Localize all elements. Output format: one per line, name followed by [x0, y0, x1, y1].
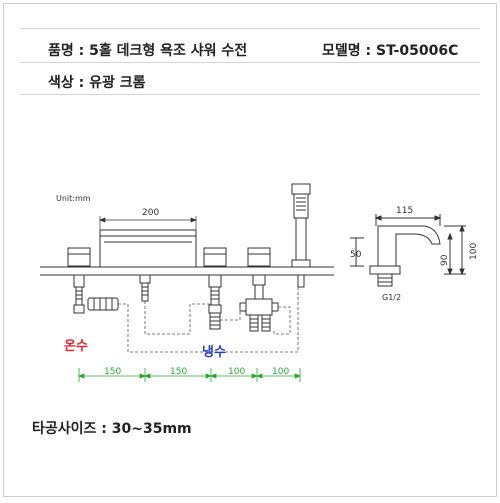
- spec-sheet: 품명 : 5홀 데크형 욕조 샤워 수전 모델명 : ST-05006C 색상 …: [3, 3, 497, 497]
- deck-plate: [40, 266, 334, 276]
- hole-size-note: 타공사이즈 : 30~35mm: [32, 421, 192, 437]
- cold-water-label: 냉수: [202, 345, 226, 360]
- top-width-label: 200: [142, 208, 159, 218]
- hot-handle-valve: [67, 247, 91, 314]
- top-dimension-200: [99, 216, 197, 230]
- side-length-label: 115: [396, 206, 413, 216]
- hot-water-label: 온수: [64, 339, 88, 354]
- faucet-technical-drawing: Unit:mm 200: [40, 183, 479, 382]
- hand-shower: [291, 183, 311, 288]
- header-top-rule: [20, 28, 480, 29]
- spout-shank: [139, 274, 151, 302]
- product-name: 품명 : 5홀 데크형 욕조 샤워 수전: [48, 43, 248, 59]
- side-view-spout: [350, 214, 466, 287]
- unit-label: Unit:mm: [56, 194, 91, 203]
- side-thread-label: G1/2: [382, 293, 401, 302]
- tub-spout: [99, 229, 197, 268]
- side-reach-label: 50: [350, 250, 362, 260]
- hose-routing: [118, 287, 299, 353]
- hot-hose-connector: [87, 297, 119, 311]
- spacing-label-2: 150: [170, 367, 187, 377]
- spacing-label-3: 100: [228, 367, 245, 377]
- spacing-label-1: 150: [104, 367, 121, 377]
- side-height-outer-label: 100: [469, 243, 479, 260]
- header-mid-rule: [20, 62, 480, 63]
- side-height-inner-label: 90: [440, 254, 450, 266]
- color-name: 색상 : 유광 크롬: [48, 75, 146, 91]
- header-bottom-rule: [20, 94, 480, 95]
- spacing-label-4: 100: [272, 367, 289, 377]
- model-name: 모델명 : ST-05006C: [322, 43, 459, 59]
- bottom-spacing-dimensions: [77, 368, 302, 382]
- diverter-handle-valve: [203, 247, 227, 330]
- cold-handle-valve: [239, 247, 279, 332]
